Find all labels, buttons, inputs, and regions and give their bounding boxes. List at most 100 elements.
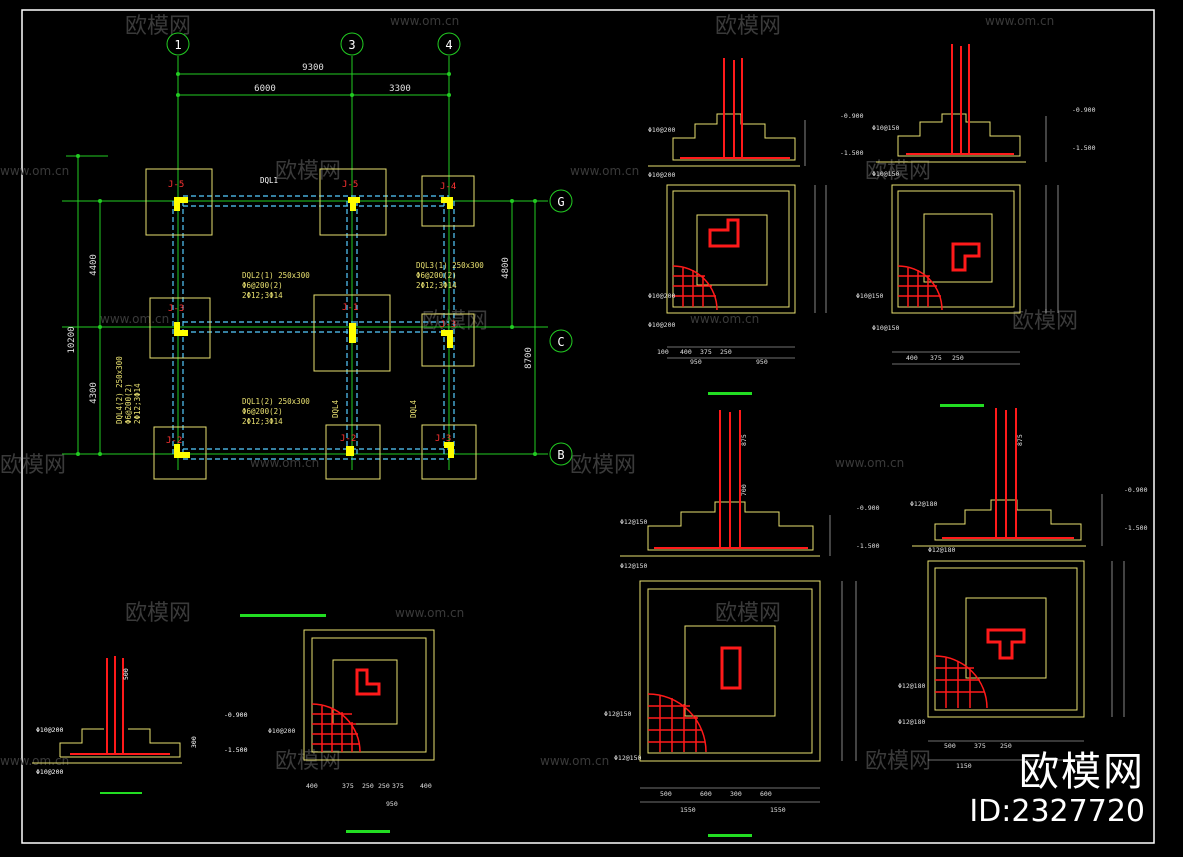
watermark-url: www.om.cn [570,164,639,178]
dim: 400 [306,782,318,790]
footing-label-j3-a: J-3 [168,304,184,314]
watermark-brand: 欧模网 [125,14,191,39]
beam-label-dql2-size: DQL2(1) 250x300 [242,271,310,280]
rebar-note: Φ10@200 [648,171,675,179]
footing-top-left [145,168,213,236]
watermark-brand: 欧模网 [1012,309,1078,334]
beam-label-dql3-stirrup: Φ6@200(2) [416,271,457,280]
detail-small-section: Φ10@200 Φ10@200 -0.900 -1.500 500 300 [32,656,248,794]
stamp-id: ID:2327720 [969,794,1145,829]
beam-label-dql4-bars: 2Φ12;3Φ14 [133,383,142,424]
rebar-note: Φ10@150 [872,124,899,132]
watermark-url: www.om.cn [690,312,759,326]
axis-bubble-B [549,442,573,466]
axis-label-4: 4 [445,38,452,52]
elevation-top: -0.900 [840,112,864,120]
footing-bot-left [153,426,207,480]
stub-dim: 500 [122,668,130,680]
rebar-note: Φ10@150 [856,292,883,300]
detail-j1: Φ12@150 Φ12@150 Φ12@150 Φ12@150 -0.900 -… [604,410,880,837]
column-mid-mid [349,323,356,343]
axis-label-G: G [557,195,564,209]
rebar-note: Φ12@180 [898,718,925,726]
axis-label-3: 3 [348,38,355,52]
beam-label-dql3-bars: 2Φ12;3Φ14 [416,281,457,290]
dim: 250 [952,354,964,362]
footing-label-j1: J-1 [342,303,358,313]
dim: 1150 [956,762,972,770]
footing-label-j3-c: J-3 [435,434,451,444]
column-top-mid [348,197,360,211]
beam-label-dql2-bars: 2Φ12;3Φ14 [242,291,283,300]
watermark-brand: 欧模网 [275,749,341,774]
axis-label-1: 1 [174,38,181,52]
dim: 300 [730,790,742,798]
footing-label-j3-b: J-3 [440,320,456,330]
dim-4800: 4800 [501,257,511,279]
dim: 375 [974,742,986,750]
axis-label-B: B [557,448,564,462]
dim: 375 [930,354,942,362]
rebar-note: Φ10@200 [648,292,675,300]
rebar-note: Φ12@180 [928,546,955,554]
detail-small-plan: 400 375 250 250 375 400 950 Φ10@200 [240,614,435,833]
footing-label-j2-b: J-2 [340,434,356,444]
rebar-note: Φ10@200 [36,768,63,776]
beam-label-dql3-size: DQL3(1) 250x300 [416,261,484,270]
dim-3300: 3300 [389,84,411,94]
dim: 400 [420,782,432,790]
axis-bubble-G [549,189,573,213]
footing-top-right [421,175,475,227]
elevation-top: -0.900 [224,711,248,719]
column-bot-right [444,442,454,458]
elevation-bottom: -1.500 [1124,524,1148,532]
beam-label-dql1: DQL1 [260,176,278,185]
beam-label-dql1b-stirrup: Φ6@200(2) [242,407,283,416]
dim: 400 [906,354,918,362]
footing-bot-right [421,424,477,480]
rebar-note: Φ12@180 [910,500,937,508]
dim-9300: 9300 [302,63,324,73]
elevation-bottom: -1.500 [856,542,880,550]
beam-label-dql4-b: DQL4 [409,399,418,418]
rebar-note: Φ12@150 [620,518,647,526]
footing-mid-left [149,297,211,359]
stub-dim: 300 [190,736,198,748]
dim: 600 [700,790,712,798]
watermark-brand: 欧模网 [715,601,781,626]
watermark-brand: 欧模网 [0,453,66,478]
watermark-brand: 欧模网 [865,159,931,184]
beam-label-dql1b-size: DQL1(2) 250x300 [242,397,310,406]
column-bot-left [174,444,190,458]
dim: 375 [342,782,354,790]
beam-label-dql1b-bars: 2Φ12;3Φ14 [242,417,283,426]
rebar-note: Φ10@150 [872,324,899,332]
id-stamp: 欧模网 ID:2327720 [969,749,1145,829]
rebar-note: Φ10@200 [268,727,295,735]
footing-mid-right [421,313,475,367]
stub-dim: 875 [1016,434,1024,446]
foundation-plan: 1 3 4 G C B 9300 6000 3300 10200 4400 43… [62,32,573,480]
dim: 250 [362,782,374,790]
watermark-url: www.om.cn [100,312,169,326]
rebar-note: Φ10@150 [872,170,899,178]
axis-bubble-3 [340,32,364,56]
watermark-brand: 欧模网 [275,159,341,184]
dim-10200: 10200 [67,326,77,353]
rebar-note: Φ12@150 [614,754,641,762]
stamp-brand: 欧模网 [1019,749,1145,795]
watermark-url: www.om.cn [395,606,464,620]
axis-label-C: C [557,335,564,349]
watermark-url: www.om.cn [0,164,69,178]
dim-4400: 4400 [89,254,99,276]
watermark-url: www.om.cn [540,754,609,768]
beam-label-dql4-stirrup: Φ6@200(2) [124,383,133,424]
dim-8700: 8700 [524,347,534,369]
watermark-brand: 欧模网 [715,14,781,39]
elevation-top: -0.900 [1124,486,1148,494]
column-top-left [174,197,188,211]
footing-mid-mid [313,294,391,372]
footing-top-mid [319,168,387,236]
column-bot-mid [346,446,354,456]
watermark-url: www.om.cn [390,14,459,28]
